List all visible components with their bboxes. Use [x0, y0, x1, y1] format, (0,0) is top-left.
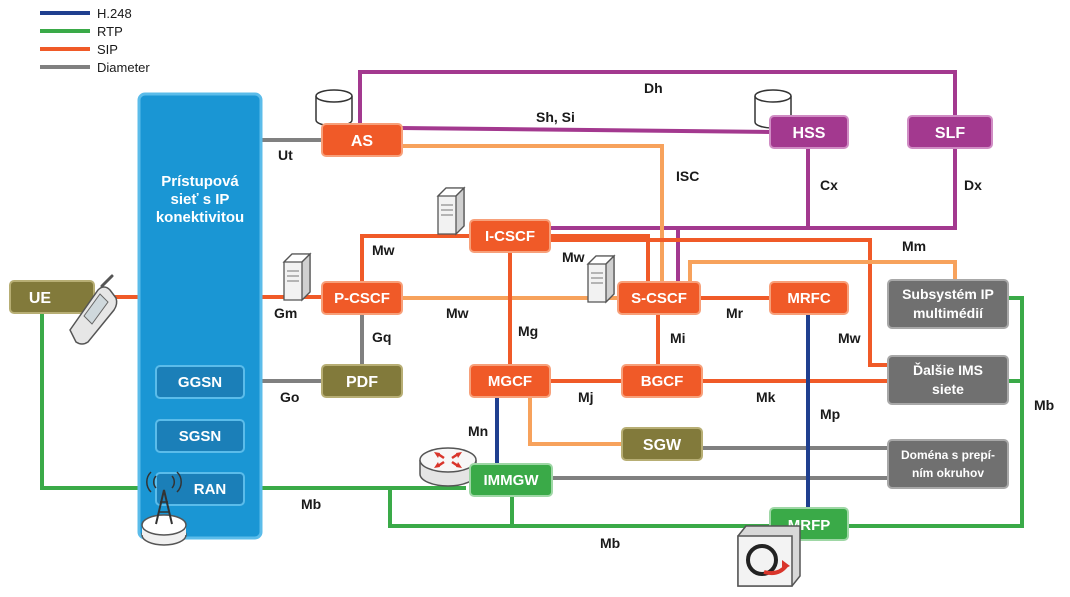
mobile-phone-icon: [69, 274, 118, 345]
pcscf-node[interactable]: P-CSCF: [321, 281, 403, 315]
access-network-box: [137, 92, 263, 540]
label-mw-2: Mw: [562, 249, 585, 265]
label-ut: Ut: [278, 147, 293, 163]
label-mm: Mm: [902, 238, 926, 254]
access-network: Prístupová sieť s IP konektivitou GGSN S…: [137, 92, 263, 540]
immgw-node[interactable]: IMMGW: [469, 463, 553, 497]
scscf-node[interactable]: S-CSCF: [617, 281, 701, 315]
mrfc-label: MRFC: [787, 290, 830, 307]
label-cx: Cx: [820, 177, 838, 193]
label-mj: Mj: [578, 389, 594, 405]
sgsn-box[interactable]: [155, 419, 245, 453]
radio-tower-icon: [141, 471, 187, 546]
ue-node[interactable]: UE: [9, 280, 95, 314]
icscf-node[interactable]: I-CSCF: [469, 219, 551, 253]
pcscf-server-icon: [282, 252, 312, 302]
mw-icscf-other-link: [548, 238, 888, 367]
hss-label: HSS: [793, 125, 826, 142]
label-mb-bottom: Mb: [600, 535, 620, 551]
legend-h248-label: H.248: [97, 6, 132, 21]
cs-domain-label-2: ním okruhov: [912, 466, 984, 480]
other-ims-label-2: siete: [932, 381, 964, 397]
label-mk: Mk: [756, 389, 776, 405]
slf-label: SLF: [935, 125, 965, 142]
mb-bottom-link: [388, 488, 770, 528]
as-database-icon: [315, 89, 353, 127]
circuit-switched-domain-node[interactable]: Doména s prepí- ním okruhov: [887, 439, 1009, 489]
label-gq: Gq: [372, 329, 391, 345]
ran-label: RAN: [194, 481, 227, 498]
mgcf-sgw-link: [528, 397, 622, 446]
mgcf-node[interactable]: MGCF: [469, 364, 551, 398]
ims-subsystem-label-1: Subsystém IP: [902, 286, 994, 302]
label-dx: Dx: [964, 177, 982, 193]
hss-node[interactable]: HSS: [769, 115, 849, 149]
label-dh: Dh: [644, 80, 663, 96]
ggsn-label: GGSN: [178, 374, 222, 391]
pcscf-label: P-CSCF: [334, 290, 390, 307]
label-mp: Mp: [820, 406, 840, 422]
legend-sip-label: SIP: [97, 42, 118, 57]
label-mr: Mr: [726, 305, 744, 321]
as-label: AS: [351, 133, 374, 150]
sgw-label: SGW: [643, 437, 682, 454]
label-mw-4: Mw: [838, 330, 861, 346]
label-gm: Gm: [274, 305, 297, 321]
scscf-server-icon: [586, 254, 616, 304]
slf-node[interactable]: SLF: [907, 115, 993, 149]
legend: H.248 RTP SIP Diameter: [40, 6, 150, 75]
ggsn-box[interactable]: [155, 365, 245, 399]
label-mn: Mn: [468, 423, 488, 439]
other-ims-label-1: Ďalšie IMS: [913, 361, 983, 378]
interface-labels: Dh Sh, Si Ut ISC Cx Dx Mw Mw Mw Mw Mm Gm…: [274, 80, 1054, 551]
bgcf-node[interactable]: BGCF: [621, 364, 703, 398]
label-isc: ISC: [676, 168, 699, 184]
access-network-title-2: sieť s IP: [171, 191, 230, 208]
mm-link: [688, 260, 957, 282]
label-mb-right: Mb: [1034, 397, 1054, 413]
ims-subsystem-label-2: multimédií: [913, 305, 984, 321]
label-mw-1: Mw: [372, 242, 395, 258]
label-sh-si: Sh, Si: [536, 109, 575, 125]
ue-ran-rtp-link: [40, 314, 156, 490]
as-node[interactable]: AS: [321, 123, 403, 157]
legend-rtp-label: RTP: [97, 24, 123, 39]
label-mg: Mg: [518, 323, 538, 339]
label-mi: Mi: [670, 330, 686, 346]
sh-si-link: [399, 126, 771, 134]
mrfc-node[interactable]: MRFC: [769, 281, 849, 315]
pdf-label: PDF: [346, 374, 378, 391]
dh-link: [358, 70, 957, 125]
mw-pcscf-icscf-link: [360, 234, 470, 282]
mgcf-label: MGCF: [488, 373, 532, 390]
icscf-label: I-CSCF: [485, 228, 535, 245]
cx-dx-link: [806, 147, 957, 230]
mb-right-link: [848, 296, 1024, 528]
cs-domain-label-1: Doména s prepí-: [901, 448, 995, 462]
scscf-label: S-CSCF: [631, 290, 687, 307]
label-mw-3: Mw: [446, 305, 469, 321]
label-mb-ran: Mb: [301, 496, 321, 512]
sgsn-label: SGSN: [179, 428, 222, 445]
ran-box[interactable]: [155, 472, 245, 506]
icscf-server-icon: [436, 186, 466, 236]
sgw-node[interactable]: SGW: [621, 427, 703, 461]
legend-diameter-label: Diameter: [97, 60, 150, 75]
label-go: Go: [280, 389, 299, 405]
immgw-label: IMMGW: [484, 472, 540, 489]
router-icon: [419, 447, 477, 487]
bgcf-label: BGCF: [641, 373, 684, 390]
ue-label: UE: [29, 290, 52, 307]
isc-link: [402, 144, 664, 282]
mw-icscf-scscf-link: [548, 234, 650, 282]
access-network-title-3: konektivitou: [156, 209, 244, 226]
access-network-title-1: Prístupová: [161, 173, 239, 190]
other-ims-networks-node[interactable]: Ďalšie IMS siete: [887, 355, 1009, 405]
ims-subsystem-node[interactable]: Subsystém IP multimédií: [887, 279, 1009, 329]
pdf-node[interactable]: PDF: [321, 364, 403, 398]
media-resource-icon: [737, 525, 801, 587]
